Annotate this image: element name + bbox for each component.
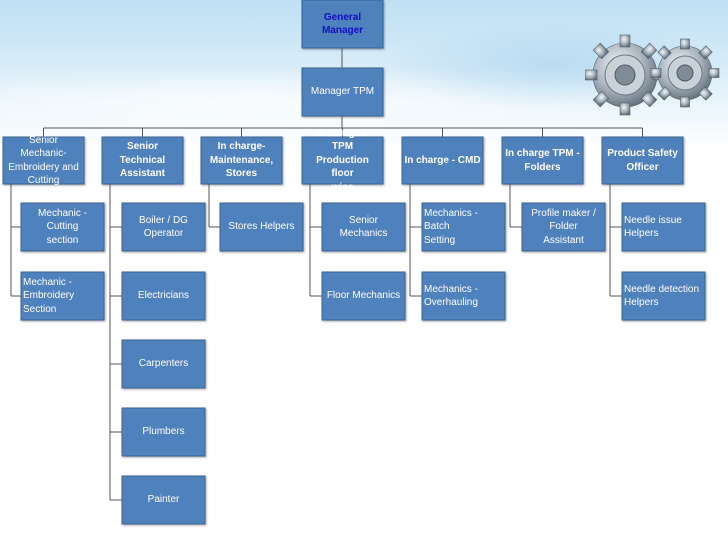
department-4-label: In charges- TPM Production floor wise [316,128,369,193]
role-2-1-label: Boiler / DG Operator [139,214,188,240]
department-1-box [2,136,85,185]
role-3-1-box [219,202,304,252]
role-2-5-box [121,475,206,525]
department-6-label: In charge TPM - Folders [505,148,580,173]
role-5-2-label: Mechanics - Overhauling [424,283,478,309]
role-7-1-box [621,202,706,252]
gear-right-icon [650,38,720,108]
role-2-2-box [121,271,206,321]
role-5-1-box [421,202,506,252]
role-6-1-box [521,202,606,252]
role-7-2-label: Needle detection Helpers [624,283,700,309]
department-5-box [401,136,484,185]
role-2-3-box [121,339,206,389]
role-7-1-label: Needle issue Helpers [624,214,682,240]
role-1-1-box [20,202,105,252]
role-1-2-label: Mechanic - Embroidery Section [23,276,75,315]
department-2-box [101,136,184,185]
role-2-5-label: Painter [147,494,180,506]
manager-tpm-box [301,67,384,117]
department-1-label: Senior Mechanic- Embroidery and Cutting [8,134,79,187]
department-7-label: Product Safety Officer [607,148,678,173]
general-manager-box [301,0,384,49]
general-manager-label: General Manager [321,11,364,37]
gears-icon [585,34,720,116]
role-2-4-label: Plumbers [142,426,185,438]
role-6-1-label: Profile maker / Folder Assistant [531,207,596,246]
role-2-4-box [121,407,206,457]
department-2-label: Senior Technical Assistant [119,141,166,180]
manager-tpm-label: Manager TPM [310,86,375,98]
role-5-1-label: Mechanics - Batch Setting [424,207,478,246]
department-5-label: In charge - CMD [404,154,481,166]
role-2-1-box [121,202,206,252]
department-7-box [601,136,684,185]
role-7-2-box [621,271,706,321]
department-3-label: In charge- Maintenance, Stores [209,141,274,180]
role-5-2-box [421,271,506,321]
role-3-1-label: Stores Helpers [228,221,295,233]
role-4-1-box [321,202,406,252]
role-2-2-label: Electricians [137,290,190,302]
role-1-1-label: Mechanic - Cutting section [38,207,87,246]
department-3-box [200,136,283,185]
role-2-3-label: Carpenters [138,358,189,370]
role-4-2-label: Floor Mechanics [326,290,401,302]
role-4-1-label: Senior Mechanics [339,214,388,240]
department-4-box [301,136,384,185]
department-6-box [501,136,584,185]
role-4-2-box [321,271,406,321]
role-1-2-box [20,271,105,321]
